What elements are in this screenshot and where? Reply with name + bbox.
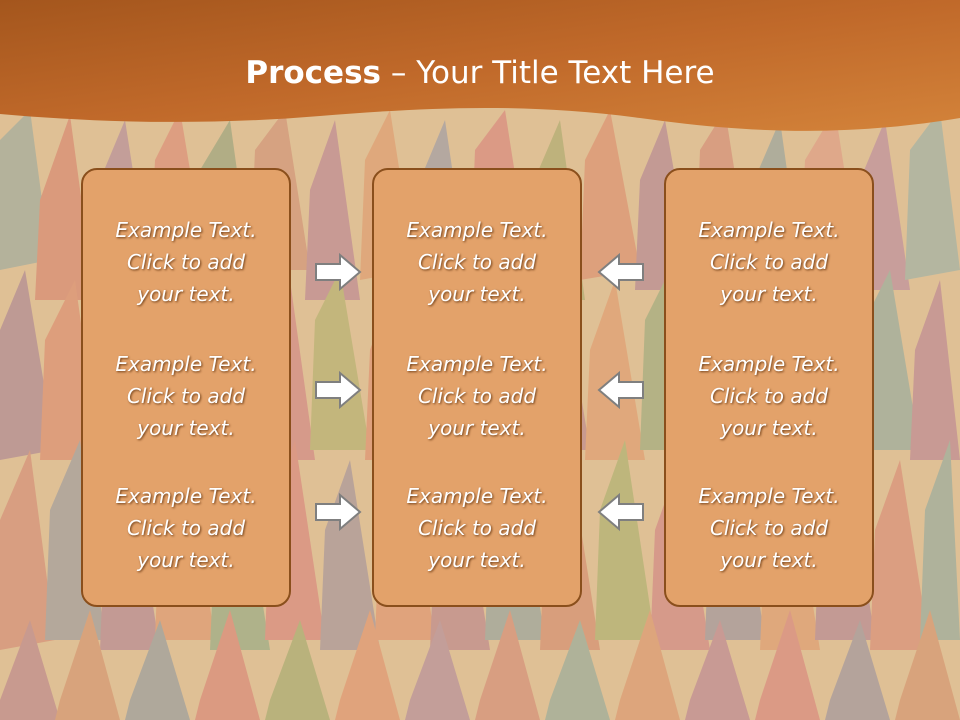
text-item[interactable]: Example Text. Click to add your text.: [374, 214, 580, 310]
text-line: Example Text.: [115, 484, 257, 508]
text-line: Click to add: [709, 384, 829, 408]
arrow-left-icon: [597, 370, 644, 410]
text-line: Example Text.: [406, 218, 548, 242]
text-line: your text.: [720, 548, 818, 572]
text-line: your text.: [428, 548, 526, 572]
text-item[interactable]: Example Text. Click to add your text.: [83, 480, 289, 576]
text-line: your text.: [137, 416, 235, 440]
text-item[interactable]: Example Text. Click to add your text.: [83, 214, 289, 310]
text-line: Click to add: [709, 250, 829, 274]
text-item[interactable]: Example Text. Click to add your text.: [374, 348, 580, 444]
text-item[interactable]: Example Text. Click to add your text.: [666, 480, 872, 576]
text-line: Example Text.: [115, 352, 257, 376]
text-line: Example Text.: [406, 352, 548, 376]
text-line: Click to add: [126, 516, 246, 540]
process-box-right[interactable]: Example Text. Click to add your text. Ex…: [664, 168, 874, 607]
text-line: Click to add: [417, 384, 537, 408]
text-line: your text.: [137, 548, 235, 572]
text-line: Example Text.: [698, 484, 840, 508]
text-item[interactable]: Example Text. Click to add your text.: [374, 480, 580, 576]
text-item[interactable]: Example Text. Click to add your text.: [83, 348, 289, 444]
text-line: Click to add: [709, 516, 829, 540]
text-line: Example Text.: [115, 218, 257, 242]
slide-title[interactable]: Process – Your Title Text Here: [0, 55, 960, 91]
arrow-left-icon: [597, 252, 644, 292]
text-line: your text.: [428, 416, 526, 440]
text-item[interactable]: Example Text. Click to add your text.: [666, 214, 872, 310]
text-item[interactable]: Example Text. Click to add your text.: [666, 348, 872, 444]
arrow-left-icon: [597, 492, 644, 532]
arrow-right-icon: [315, 492, 362, 532]
text-line: Example Text.: [698, 352, 840, 376]
text-line: your text.: [720, 416, 818, 440]
arrow-right-icon: [315, 252, 362, 292]
text-line: Click to add: [417, 250, 537, 274]
text-line: your text.: [137, 282, 235, 306]
text-line: your text.: [428, 282, 526, 306]
text-line: Click to add: [126, 250, 246, 274]
process-box-left[interactable]: Example Text. Click to add your text. Ex…: [81, 168, 291, 607]
title-bold: Process: [245, 55, 381, 91]
text-line: Example Text.: [698, 218, 840, 242]
text-line: your text.: [720, 282, 818, 306]
title-rest: – Your Title Text Here: [381, 55, 715, 91]
arrow-right-icon: [315, 370, 362, 410]
text-line: Click to add: [126, 384, 246, 408]
process-box-center[interactable]: Example Text. Click to add your text. Ex…: [372, 168, 582, 607]
text-line: Example Text.: [406, 484, 548, 508]
text-line: Click to add: [417, 516, 537, 540]
